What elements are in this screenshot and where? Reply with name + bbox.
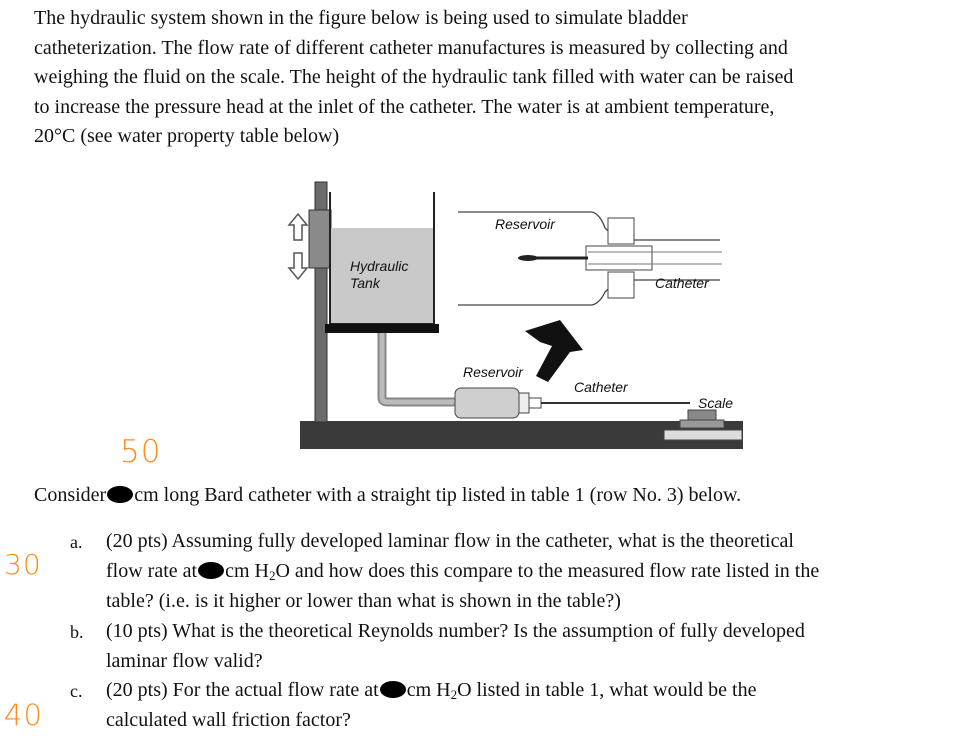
question-c-marker: c.: [70, 681, 83, 701]
redaction-blot: [198, 562, 225, 579]
scale-icon: [663, 409, 743, 441]
redaction-blot: [379, 681, 406, 698]
handwritten-50: 50: [120, 434, 162, 470]
intro-line: to increase the pressure head at the inl…: [34, 95, 775, 118]
reservoir-top-label: Reservoir: [495, 216, 556, 232]
handwritten-40: 40: [4, 698, 43, 732]
intro-line: weighing the fluid on the scale. The hei…: [34, 66, 794, 88]
redaction-blot: [107, 486, 134, 503]
question-a-line3: table? (i.e. is it higher or lower than …: [106, 590, 621, 612]
question-c-line2: calculated wall friction factor?: [106, 709, 351, 731]
hydraulic-tank-label: Hydraulic Tank: [350, 258, 412, 291]
inset-reservoir-outline: [458, 211, 720, 241]
intro-paragraph: The hydraulic system shown in the figure…: [34, 4, 954, 152]
catheter-bottom-label: Catheter: [574, 379, 629, 395]
reservoir-bottom-label: Reservoir: [463, 364, 524, 380]
question-b-line2: laminar flow valid?: [106, 650, 263, 672]
question-b-line1: (10 pts) What is the theoretical Reynold…: [106, 620, 805, 642]
catheter-top-label: Catheter: [655, 275, 710, 291]
feed-tube: [377, 333, 458, 407]
tank-base: [325, 324, 439, 333]
inset-top-block: [607, 217, 635, 245]
consider-text-before: Consider: [34, 484, 107, 506]
handwritten-30: 30: [4, 548, 42, 581]
inset-connector: [585, 245, 653, 271]
intro-line: 20°C (see water property table below): [34, 125, 340, 147]
intro-line: catheterization. The flow rate of differ…: [34, 36, 788, 59]
zoom-arrow-icon: [525, 320, 583, 382]
question-a-line1: (20 pts) Assuming fully developed lamina…: [106, 530, 794, 552]
reservoir-body: [454, 387, 520, 419]
consider-line: Consider cm long Bard catheter with a str…: [34, 484, 741, 507]
scale-label: Scale: [698, 395, 733, 411]
tank-water: [330, 228, 434, 324]
up-down-arrows-icon: [287, 212, 309, 281]
stand-clamp: [308, 209, 332, 269]
question-b-marker: b.: [70, 622, 84, 642]
intro-line: The hydraulic system shown in the figure…: [34, 7, 688, 29]
hydraulic-system-figure: Hydraulic Tank Scale Reservoir Catheter …: [287, 181, 743, 449]
question-a-marker: a.: [70, 532, 83, 552]
consider-text-after: cm long Bard catheter with a straight ti…: [134, 484, 742, 506]
